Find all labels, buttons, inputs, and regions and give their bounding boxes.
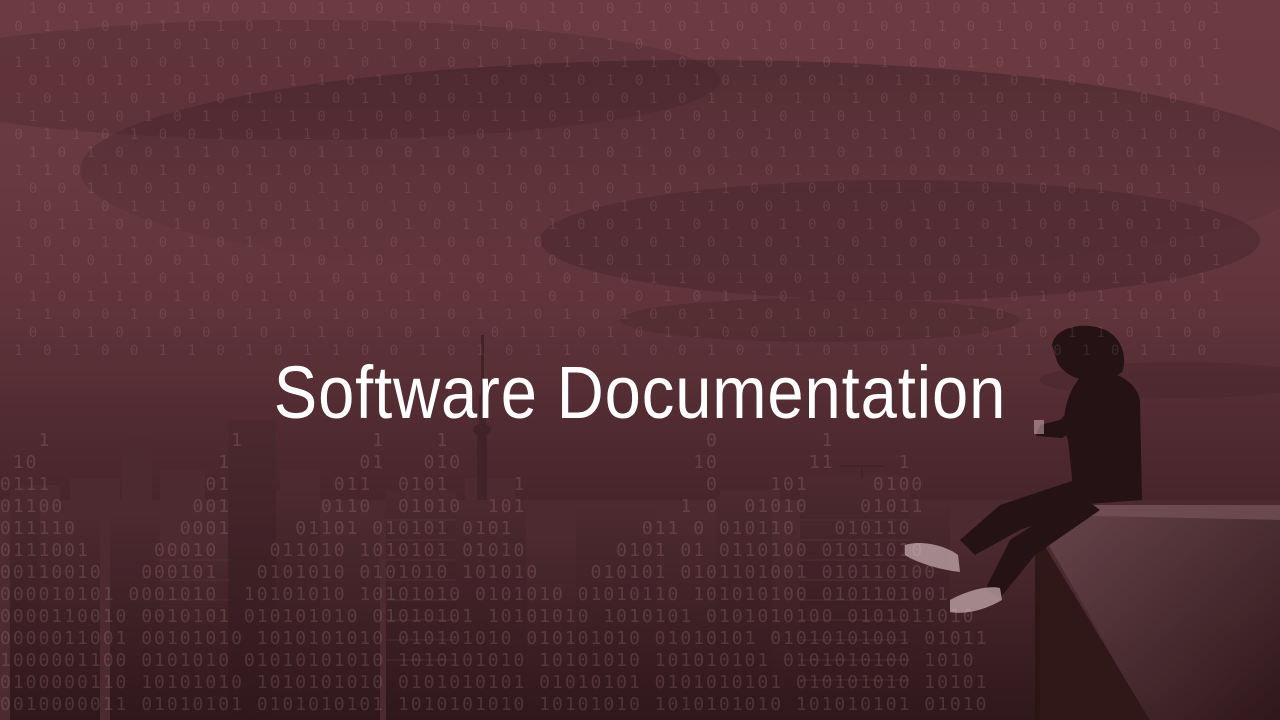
slide-title: Software Documentation [273, 351, 1007, 434]
